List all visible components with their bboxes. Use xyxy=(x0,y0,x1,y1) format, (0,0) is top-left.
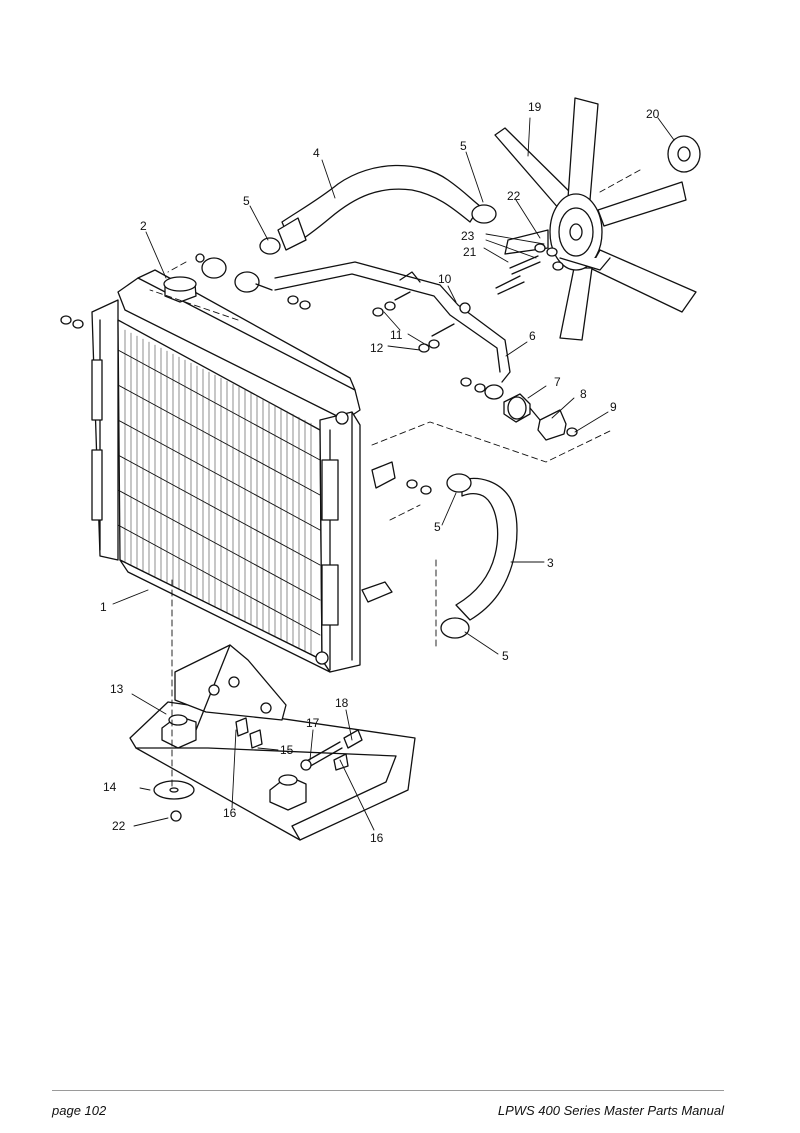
page-number: page 102 xyxy=(52,1103,107,1118)
callout-5-upper-left: 5 xyxy=(243,194,250,208)
callout-12: 12 xyxy=(370,341,384,355)
callout-11: 11 xyxy=(390,328,403,342)
leader-lines xyxy=(112,117,675,831)
callout-17: 17 xyxy=(306,716,320,730)
callout-23: 23 xyxy=(461,229,475,243)
callout-13: 13 xyxy=(110,682,124,696)
callout-6: 6 xyxy=(529,329,536,343)
callout-4: 4 xyxy=(313,146,320,160)
callout-2: 2 xyxy=(140,219,147,233)
callout-14: 14 xyxy=(103,780,117,794)
callout-22-bracket: 22 xyxy=(112,819,126,833)
radiator-fins xyxy=(124,329,312,656)
callout-20: 20 xyxy=(646,107,660,121)
callout-numbers: 1 2 3 4 5 5 5 5 6 7 8 9 10 11 12 13 14 1… xyxy=(100,100,660,845)
upper-hose xyxy=(277,164,497,251)
hose-clips xyxy=(440,473,472,639)
callout-22-fan: 22 xyxy=(507,189,521,203)
cooling-fan xyxy=(494,97,697,341)
callout-1: 1 xyxy=(100,600,107,614)
callout-10: 10 xyxy=(438,272,452,286)
callout-5-lower: 5 xyxy=(502,649,509,663)
callout-19: 19 xyxy=(528,100,542,114)
fan-bolts xyxy=(495,243,564,295)
callout-5-mid: 5 xyxy=(434,520,441,534)
coolant-pipe xyxy=(274,261,511,383)
hardware-clips xyxy=(60,237,504,495)
radiator xyxy=(91,269,396,673)
callout-21: 21 xyxy=(463,245,477,259)
fan-spacer xyxy=(667,135,701,173)
alignment-lines xyxy=(149,169,641,791)
callout-15: 15 xyxy=(280,743,294,757)
callout-16-left: 16 xyxy=(223,806,237,820)
callout-9: 9 xyxy=(610,400,617,414)
callout-16-right: 16 xyxy=(370,831,384,845)
callout-7: 7 xyxy=(554,375,561,389)
bracket-bolts xyxy=(153,676,363,822)
callout-8: 8 xyxy=(580,387,587,401)
callout-3: 3 xyxy=(547,556,554,570)
lower-hose xyxy=(455,477,518,621)
footer-divider xyxy=(52,1090,724,1091)
manual-title: LPWS 400 Series Master Parts Manual xyxy=(497,1103,724,1118)
callout-18: 18 xyxy=(335,696,349,710)
callout-5-upper-right: 5 xyxy=(460,139,467,153)
rubber-mounts xyxy=(161,714,307,811)
pipe-mounts xyxy=(503,393,578,441)
